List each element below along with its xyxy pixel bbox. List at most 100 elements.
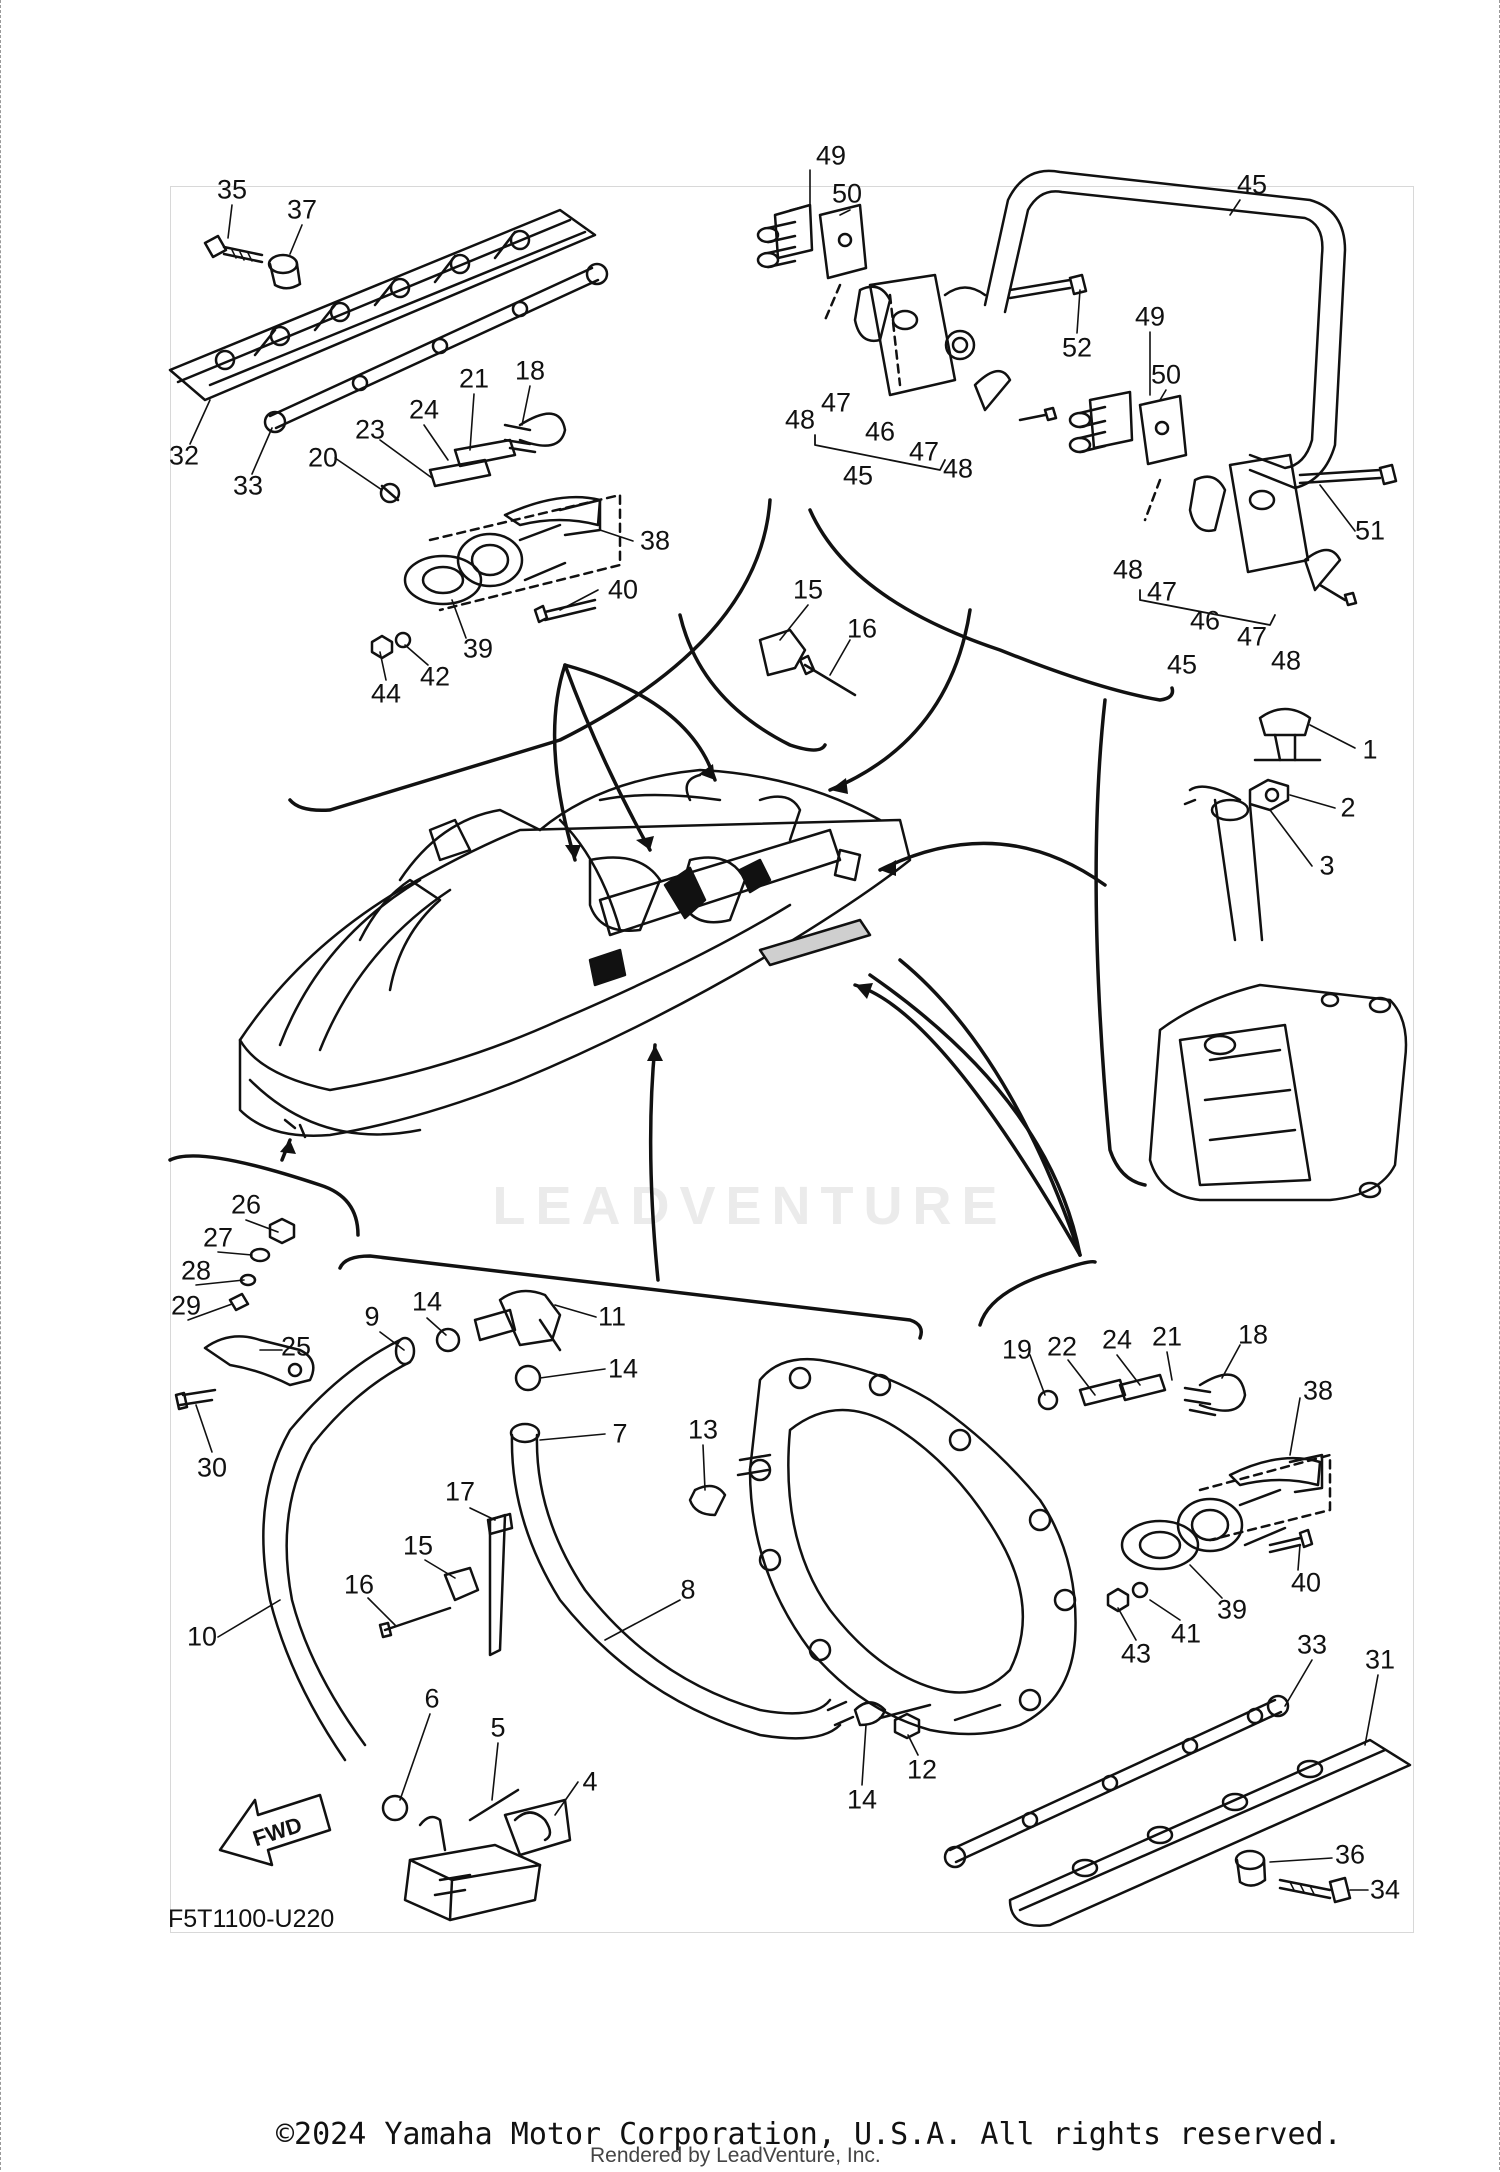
callout-10: 10: [186, 1621, 218, 1652]
rendered-by-notice: Rendered by LeadVenture, Inc.: [590, 2144, 881, 2167]
bracket-upper-center: [756, 203, 1088, 422]
callout-39: 39: [1216, 1594, 1248, 1625]
watermark-text: LEADVENTURE: [492, 1176, 1008, 1236]
callout-48: 48: [1270, 645, 1302, 676]
rod-33-lower: [943, 1694, 1290, 1869]
bolt-34: [1278, 1876, 1352, 1904]
callout-15: 15: [792, 574, 824, 605]
callout-33: 33: [232, 470, 264, 501]
water-box-4: [381, 1788, 572, 1922]
callout-13: 13: [687, 1414, 719, 1445]
callout-45: 45: [1166, 649, 1198, 680]
callout-37: 37: [286, 194, 318, 225]
callout-2: 2: [1340, 792, 1356, 823]
callout-3: 3: [1319, 850, 1335, 881]
callout-19: 19: [1001, 1334, 1033, 1365]
callout-51: 51: [1354, 515, 1386, 546]
callout-21: 21: [1151, 1321, 1183, 1352]
bracket-25: [174, 1217, 315, 1411]
callout-15: 15: [402, 1530, 434, 1561]
callout-27: 27: [202, 1222, 234, 1253]
callout-12: 12: [906, 1754, 938, 1785]
callout-18: 18: [514, 355, 546, 386]
fwd-arrow: [218, 1793, 332, 1867]
callout-44: 44: [370, 678, 402, 709]
clip-15-16-lower: [378, 1512, 514, 1657]
leader-arrows: [280, 608, 1107, 1282]
callout-21: 21: [458, 363, 490, 394]
callout-45: 45: [842, 460, 874, 491]
callout-5: 5: [490, 1712, 506, 1743]
callout-17: 17: [444, 1476, 476, 1507]
callout-43: 43: [1120, 1638, 1152, 1669]
callout-16: 16: [343, 1569, 375, 1600]
hose-8: [509, 1422, 855, 1740]
callout-45: 45: [1236, 169, 1268, 200]
callout-47: 47: [1236, 621, 1268, 652]
callout-52: 52: [1061, 332, 1093, 363]
callout-47: 47: [820, 387, 852, 418]
copyright-notice: ©2024 Yamaha Motor Corporation, U.S.A. A…: [276, 2117, 1342, 2152]
callout-48: 48: [1112, 554, 1144, 585]
callout-30: 30: [196, 1452, 228, 1483]
callout-22: 22: [1046, 1331, 1078, 1362]
callout-28: 28: [180, 1255, 212, 1286]
callout-35: 35: [216, 174, 248, 205]
callout-42: 42: [419, 661, 451, 692]
callout-6: 6: [424, 1683, 440, 1714]
callout-47: 47: [908, 436, 940, 467]
callout-7: 7: [612, 1418, 628, 1449]
callout-40: 40: [1290, 1567, 1322, 1598]
callout-14: 14: [846, 1784, 878, 1815]
rail-32-group: [168, 208, 597, 402]
callout-32: 32: [168, 440, 200, 471]
callout-leaders: [187, 169, 1379, 1891]
bracket-upper-right: [1068, 390, 1398, 607]
callout-20: 20: [307, 442, 339, 473]
fwd-label: FWD: [250, 1812, 305, 1851]
callout-29: 29: [170, 1290, 202, 1321]
callout-31: 31: [1364, 1644, 1396, 1675]
callout-18: 18: [1237, 1319, 1269, 1350]
callout-4: 4: [582, 1766, 598, 1797]
callout-48: 48: [784, 404, 816, 435]
separator-curves: [168, 498, 1175, 1340]
callout-34: 34: [1369, 1874, 1401, 1905]
callout-33: 33: [1296, 1629, 1328, 1660]
rod-33-group: [263, 262, 609, 434]
callout-46: 46: [1189, 605, 1221, 636]
rail-31: [1008, 1738, 1412, 1927]
callout-50: 50: [1150, 359, 1182, 390]
callout-1: 1: [1362, 734, 1378, 765]
clip-15-16-top: [758, 628, 857, 697]
hose-10: [262, 1336, 416, 1762]
callout-14: 14: [411, 1286, 443, 1317]
callout-14: 14: [607, 1353, 639, 1384]
callout-9: 9: [364, 1301, 380, 1332]
callout-50: 50: [831, 178, 863, 209]
callout-49: 49: [1134, 301, 1166, 332]
callout-49: 49: [815, 140, 847, 171]
bolt-35: [203, 234, 264, 264]
callout-39: 39: [462, 633, 494, 664]
callout-24: 24: [1101, 1324, 1133, 1355]
drain-group-lower: [1106, 1453, 1332, 1613]
callout-46: 46: [864, 416, 896, 447]
diagram-code: F5T1100-U220: [168, 1905, 335, 1933]
callout-23: 23: [354, 414, 386, 445]
nozzle-group: [1148, 707, 1408, 1202]
bracket-bracket-lines: [814, 434, 1276, 626]
callout-25: 25: [280, 1331, 312, 1362]
pump-housing: [688, 1358, 1077, 1736]
clamps-lower: [853, 1701, 921, 1740]
callout-48: 48: [942, 453, 974, 484]
hull: [238, 768, 912, 1139]
callout-40: 40: [607, 574, 639, 605]
collar-36: [1234, 1849, 1267, 1887]
callout-47: 47: [1146, 576, 1178, 607]
callout-38: 38: [639, 525, 671, 556]
fitting-11: [435, 1289, 562, 1392]
callout-11: 11: [597, 1301, 627, 1332]
lower-links: [1037, 1373, 1247, 1417]
